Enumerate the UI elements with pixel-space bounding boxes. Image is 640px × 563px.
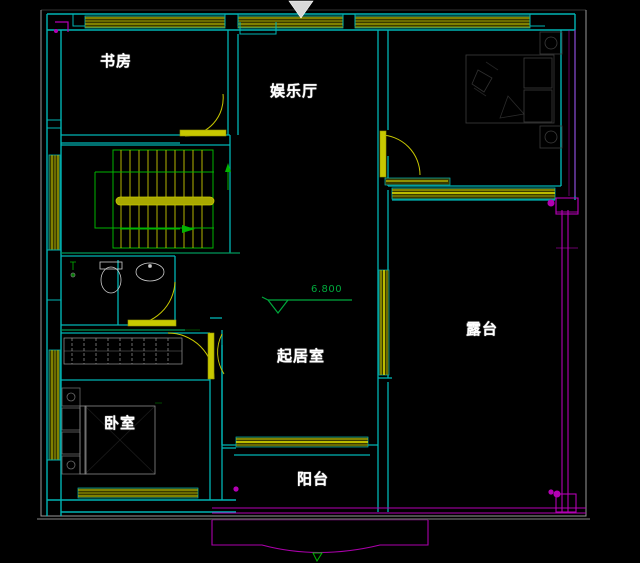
bedroom-furniture <box>61 387 156 475</box>
window-band-terrace-north <box>384 177 556 200</box>
door-bedroom-lower <box>167 332 215 380</box>
room-label-study: 书房 <box>100 52 133 70</box>
door-living-room <box>217 333 225 375</box>
elevation-symbol <box>261 296 352 314</box>
room-label-balcony: 阳台 <box>297 470 330 488</box>
interior-partitions <box>61 30 561 512</box>
elevation-value-label: 6.800 <box>311 284 343 295</box>
room-label-bedroom: 卧室 <box>104 414 137 432</box>
window-band-bedroom-south <box>77 487 199 499</box>
window-band-balcony <box>235 436 369 448</box>
terrace-railing <box>547 30 579 513</box>
bathroom-fixtures <box>70 261 165 294</box>
door-bedroom-top <box>379 130 421 178</box>
door-bathroom <box>127 281 177 327</box>
section-marker-triangle <box>288 0 314 19</box>
window-band-left <box>47 119 62 461</box>
grid-point-markers <box>233 200 554 495</box>
balcony-railing-bottom <box>211 507 586 563</box>
door-study <box>179 93 227 137</box>
staircase <box>94 149 231 249</box>
room-label-game-hall: 娱乐厅 <box>270 82 319 100</box>
room-label-living-room: 起居室 <box>277 347 326 365</box>
window-band-living-east <box>378 269 390 376</box>
room-label-terrace: 露台 <box>466 320 499 338</box>
wardrobe-hatch <box>63 337 183 365</box>
window-band-top <box>72 14 545 35</box>
detail-lines <box>61 252 240 404</box>
corner-marker-upper-left <box>54 21 69 33</box>
outer-boundary-outline <box>37 9 590 520</box>
master-bedroom-furniture <box>465 31 563 149</box>
